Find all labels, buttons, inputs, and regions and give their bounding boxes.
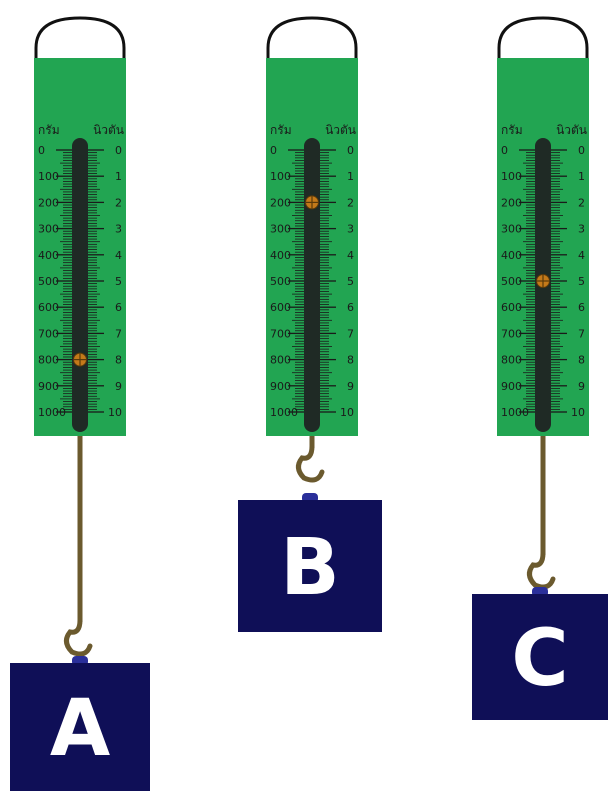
spring-scale-a: กรัม นิวตัน 0 0 100 1 200 2 300 3 400 4 500 5 600 6 700 7… [10,18,150,791]
unit-label-grams: กรัม [270,123,292,137]
gram-tick-label: 300 [501,223,522,236]
gram-tick-label: 200 [270,196,291,209]
newton-tick-label: 7 [578,327,585,340]
newton-tick-label: 0 [115,144,122,157]
newton-tick-label: 8 [115,354,122,367]
gram-tick-label: 500 [501,275,522,288]
newton-tick-label: 1 [578,170,585,183]
spring-scale-c: กรัม นิวตัน 0 0 100 1 200 2 300 3 400 4 500 5 600 6 700 7… [472,18,608,720]
newton-tick-label: 10 [108,406,122,419]
gram-tick-label: 100 [38,170,59,183]
scale-hook [529,553,553,587]
gram-tick-label: 800 [38,354,59,367]
gram-tick-label: 100 [270,170,291,183]
newton-tick-label: 2 [115,196,122,209]
gram-tick-label: 400 [270,249,291,262]
gram-tick-label: 900 [270,380,291,393]
newton-tick-label: 9 [578,380,585,393]
scale-rod [541,436,546,555]
scale-hook [298,446,322,480]
newton-tick-label: 0 [347,144,354,157]
newton-tick-label: 10 [571,406,585,419]
gram-tick-label: 0 [270,144,277,157]
gram-tick-label: 200 [38,196,59,209]
gram-tick-label: 1000 [270,406,298,419]
gram-tick-label: 500 [270,275,291,288]
newton-tick-label: 5 [578,275,585,288]
spring-scale-b: กรัม นิวตัน 0 0 100 1 200 2 300 3 400 4 500 5 600 6 700 7… [238,18,382,632]
newton-tick-label: 2 [578,196,585,209]
gram-tick-label: 800 [270,354,291,367]
weight-label: A [50,684,110,774]
newton-tick-label: 10 [340,406,354,419]
newton-tick-label: 6 [347,301,354,314]
newton-tick-label: 0 [578,144,585,157]
gram-tick-label: 600 [501,301,522,314]
newton-tick-label: 1 [115,170,122,183]
newton-tick-label: 3 [347,223,354,236]
gram-tick-label: 500 [38,275,59,288]
newton-tick-label: 5 [115,275,122,288]
gram-tick-label: 100 [501,170,522,183]
unit-label-newtons: นิวตัน [556,123,587,137]
newton-tick-label: 3 [115,223,122,236]
gram-tick-label: 0 [501,144,508,157]
newton-tick-label: 4 [578,249,585,262]
gram-tick-label: 300 [270,223,291,236]
unit-label-newtons: นิวตัน [325,123,356,137]
gram-tick-label: 900 [38,380,59,393]
newton-tick-label: 7 [347,327,354,340]
gram-tick-label: 200 [501,196,522,209]
gram-tick-label: 0 [38,144,45,157]
newton-tick-label: 1 [347,170,354,183]
gram-tick-label: 1000 [38,406,66,419]
newton-tick-label: 4 [347,249,354,262]
newton-tick-label: 4 [115,249,122,262]
gram-tick-label: 400 [38,249,59,262]
newton-tick-label: 8 [347,354,354,367]
newton-tick-label: 5 [347,275,354,288]
gram-tick-label: 600 [270,301,291,314]
gram-tick-label: 1000 [501,406,529,419]
scale-slot [304,138,320,432]
newton-tick-label: 3 [578,223,585,236]
weight-label: B [280,523,339,613]
weight-label: C [511,614,568,704]
gram-tick-label: 600 [38,301,59,314]
scale-rod [78,436,83,622]
newton-tick-label: 6 [578,301,585,314]
unit-label-grams: กรัม [501,123,523,137]
gram-tick-label: 800 [501,354,522,367]
gram-tick-label: 900 [501,380,522,393]
scale-hook [66,620,90,654]
gram-tick-label: 700 [501,327,522,340]
newton-tick-label: 2 [347,196,354,209]
newton-tick-label: 9 [115,380,122,393]
newton-tick-label: 7 [115,327,122,340]
gram-tick-label: 700 [270,327,291,340]
unit-label-grams: กรัม [38,123,60,137]
unit-label-newtons: นิวตัน [93,123,124,137]
gram-tick-label: 700 [38,327,59,340]
newton-tick-label: 6 [115,301,122,314]
scale-slot [72,138,88,432]
gram-tick-label: 400 [501,249,522,262]
gram-tick-label: 300 [38,223,59,236]
newton-tick-label: 9 [347,380,354,393]
newton-tick-label: 8 [578,354,585,367]
